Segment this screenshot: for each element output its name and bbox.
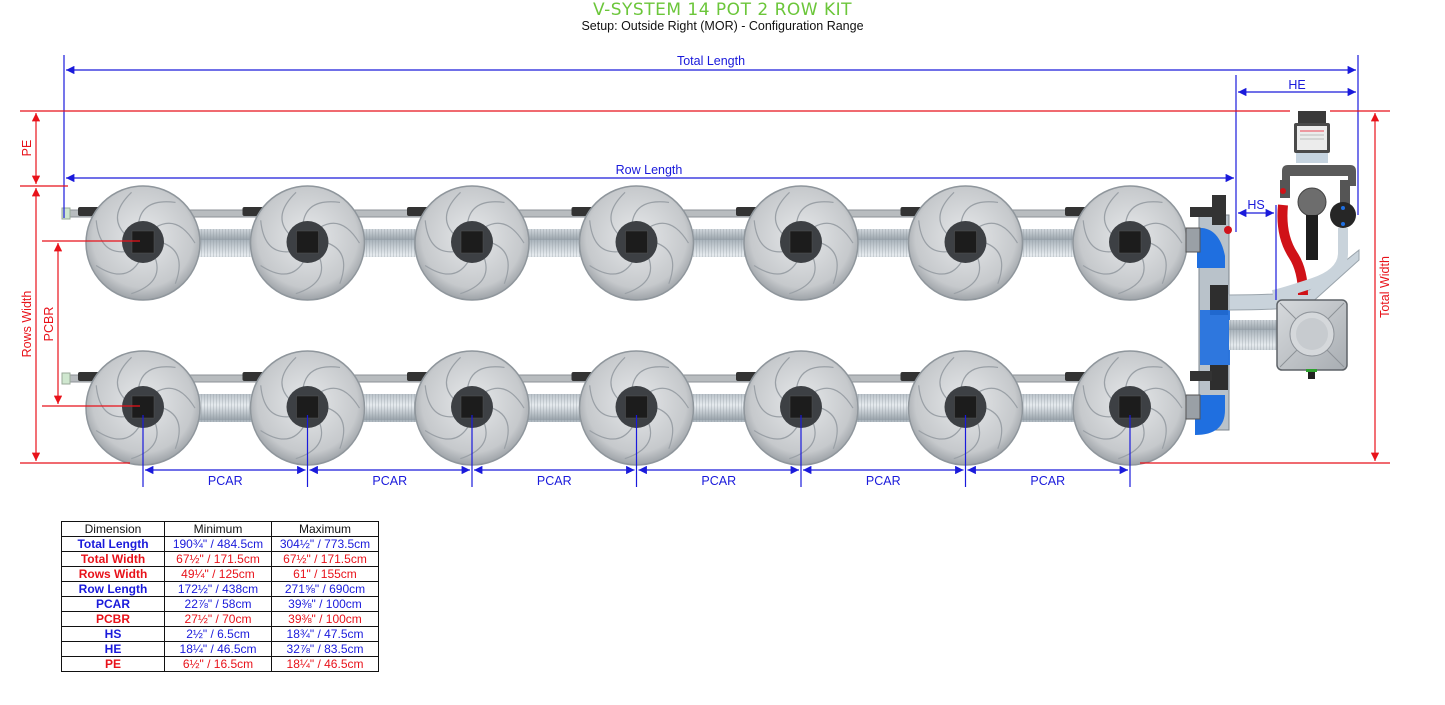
manifold-pipe-icon bbox=[1185, 195, 1360, 435]
pcar-label: PCAR bbox=[701, 474, 736, 488]
table-header-row: Dimension Minimum Maximum bbox=[61, 521, 379, 537]
pot-icon bbox=[242, 185, 366, 301]
pot-icon bbox=[1065, 185, 1188, 301]
pot-icon bbox=[900, 350, 1024, 466]
pot-icon bbox=[571, 185, 695, 301]
pot-icon bbox=[1065, 350, 1188, 466]
maximum-cell: 39⅜" / 100cm bbox=[271, 611, 379, 627]
dimension-cell: Total Width bbox=[61, 551, 165, 567]
minimum-cell: 27½" / 70cm bbox=[164, 611, 272, 627]
he-label: HE bbox=[1288, 78, 1305, 92]
header-maximum: Maximum bbox=[271, 521, 379, 537]
total-length-label: Total Length bbox=[677, 54, 745, 68]
dimension-cell: HE bbox=[61, 641, 165, 657]
dimension-lines-red bbox=[20, 110, 1390, 464]
pcar-label: PCAR bbox=[372, 474, 407, 488]
brain-tank-icon bbox=[1276, 299, 1348, 379]
minimum-cell: 2½" / 6.5cm bbox=[164, 626, 272, 642]
rows-width-label: Rows Width bbox=[20, 291, 34, 358]
dimension-cell: Row Length bbox=[61, 581, 165, 597]
pot-icon bbox=[736, 350, 859, 466]
diagram-title: V-SYSTEM 14 POT 2 ROW KIT bbox=[592, 0, 853, 20]
minimum-cell: 22⅞" / 58cm bbox=[164, 596, 272, 612]
pcbr-label: PCBR bbox=[42, 307, 56, 342]
maximum-cell: 271⅝" / 690cm bbox=[271, 581, 379, 597]
dimension-cell: PCAR bbox=[61, 596, 165, 612]
dimension-cell: PE bbox=[61, 656, 165, 672]
total-width-label: Total Width bbox=[1378, 256, 1392, 318]
pcar-label: PCAR bbox=[1030, 474, 1065, 488]
diagram-subtitle: Setup: Outside Right (MOR) - Configurati… bbox=[581, 19, 864, 33]
minimum-cell: 49¼" / 125cm bbox=[164, 566, 272, 582]
pot-icon bbox=[900, 185, 1024, 301]
end-cap-icon bbox=[61, 207, 71, 220]
minimum-cell: 6½" / 16.5cm bbox=[164, 656, 272, 672]
dimension-lines-blue bbox=[63, 55, 1359, 300]
pump-controller-icon bbox=[1271, 111, 1356, 300]
end-cap-icon bbox=[61, 372, 71, 385]
pcar-label: PCAR bbox=[537, 474, 572, 488]
minimum-cell: 18¼" / 46.5cm bbox=[164, 641, 272, 657]
pcar-label: PCAR bbox=[866, 474, 901, 488]
pot-icon bbox=[78, 350, 201, 466]
header-minimum: Minimum bbox=[164, 521, 272, 537]
pot-icon bbox=[407, 185, 530, 301]
pot-icon bbox=[78, 185, 201, 301]
pot-rows bbox=[61, 185, 1188, 466]
minimum-cell: 190¾" / 484.5cm bbox=[164, 536, 272, 552]
pot-row bbox=[61, 350, 1188, 466]
hs-label: HS bbox=[1247, 198, 1264, 212]
pot-row bbox=[61, 185, 1188, 301]
header-dimension: Dimension bbox=[61, 521, 165, 537]
maximum-cell: 39⅜" / 100cm bbox=[271, 596, 379, 612]
dimension-cell: Rows Width bbox=[61, 566, 165, 582]
maximum-cell: 61" / 155cm bbox=[271, 566, 379, 582]
row-length-label: Row Length bbox=[616, 163, 683, 177]
maximum-cell: 304½" / 773.5cm bbox=[271, 536, 379, 552]
pot-icon bbox=[736, 185, 859, 301]
pcar-label: PCAR bbox=[208, 474, 243, 488]
maximum-cell: 67½" / 171.5cm bbox=[271, 551, 379, 567]
minimum-cell: 172½" / 438cm bbox=[164, 581, 272, 597]
pe-label: PE bbox=[20, 140, 34, 157]
maximum-cell: 32⅞" / 83.5cm bbox=[271, 641, 379, 657]
pot-icon bbox=[407, 350, 530, 466]
maximum-cell: 18¼" / 46.5cm bbox=[271, 656, 379, 672]
dimension-cell: HS bbox=[61, 626, 165, 642]
dimension-cell: Total Length bbox=[61, 536, 165, 552]
pot-icon bbox=[242, 350, 366, 466]
minimum-cell: 67½" / 171.5cm bbox=[164, 551, 272, 567]
pot-icon bbox=[571, 350, 695, 466]
maximum-cell: 18¾" / 47.5cm bbox=[271, 626, 379, 642]
dimension-cell: PCBR bbox=[61, 611, 165, 627]
pcar-dimensions: PCAR PCAR PCAR PCAR PCAR PCAR bbox=[142, 415, 1131, 488]
